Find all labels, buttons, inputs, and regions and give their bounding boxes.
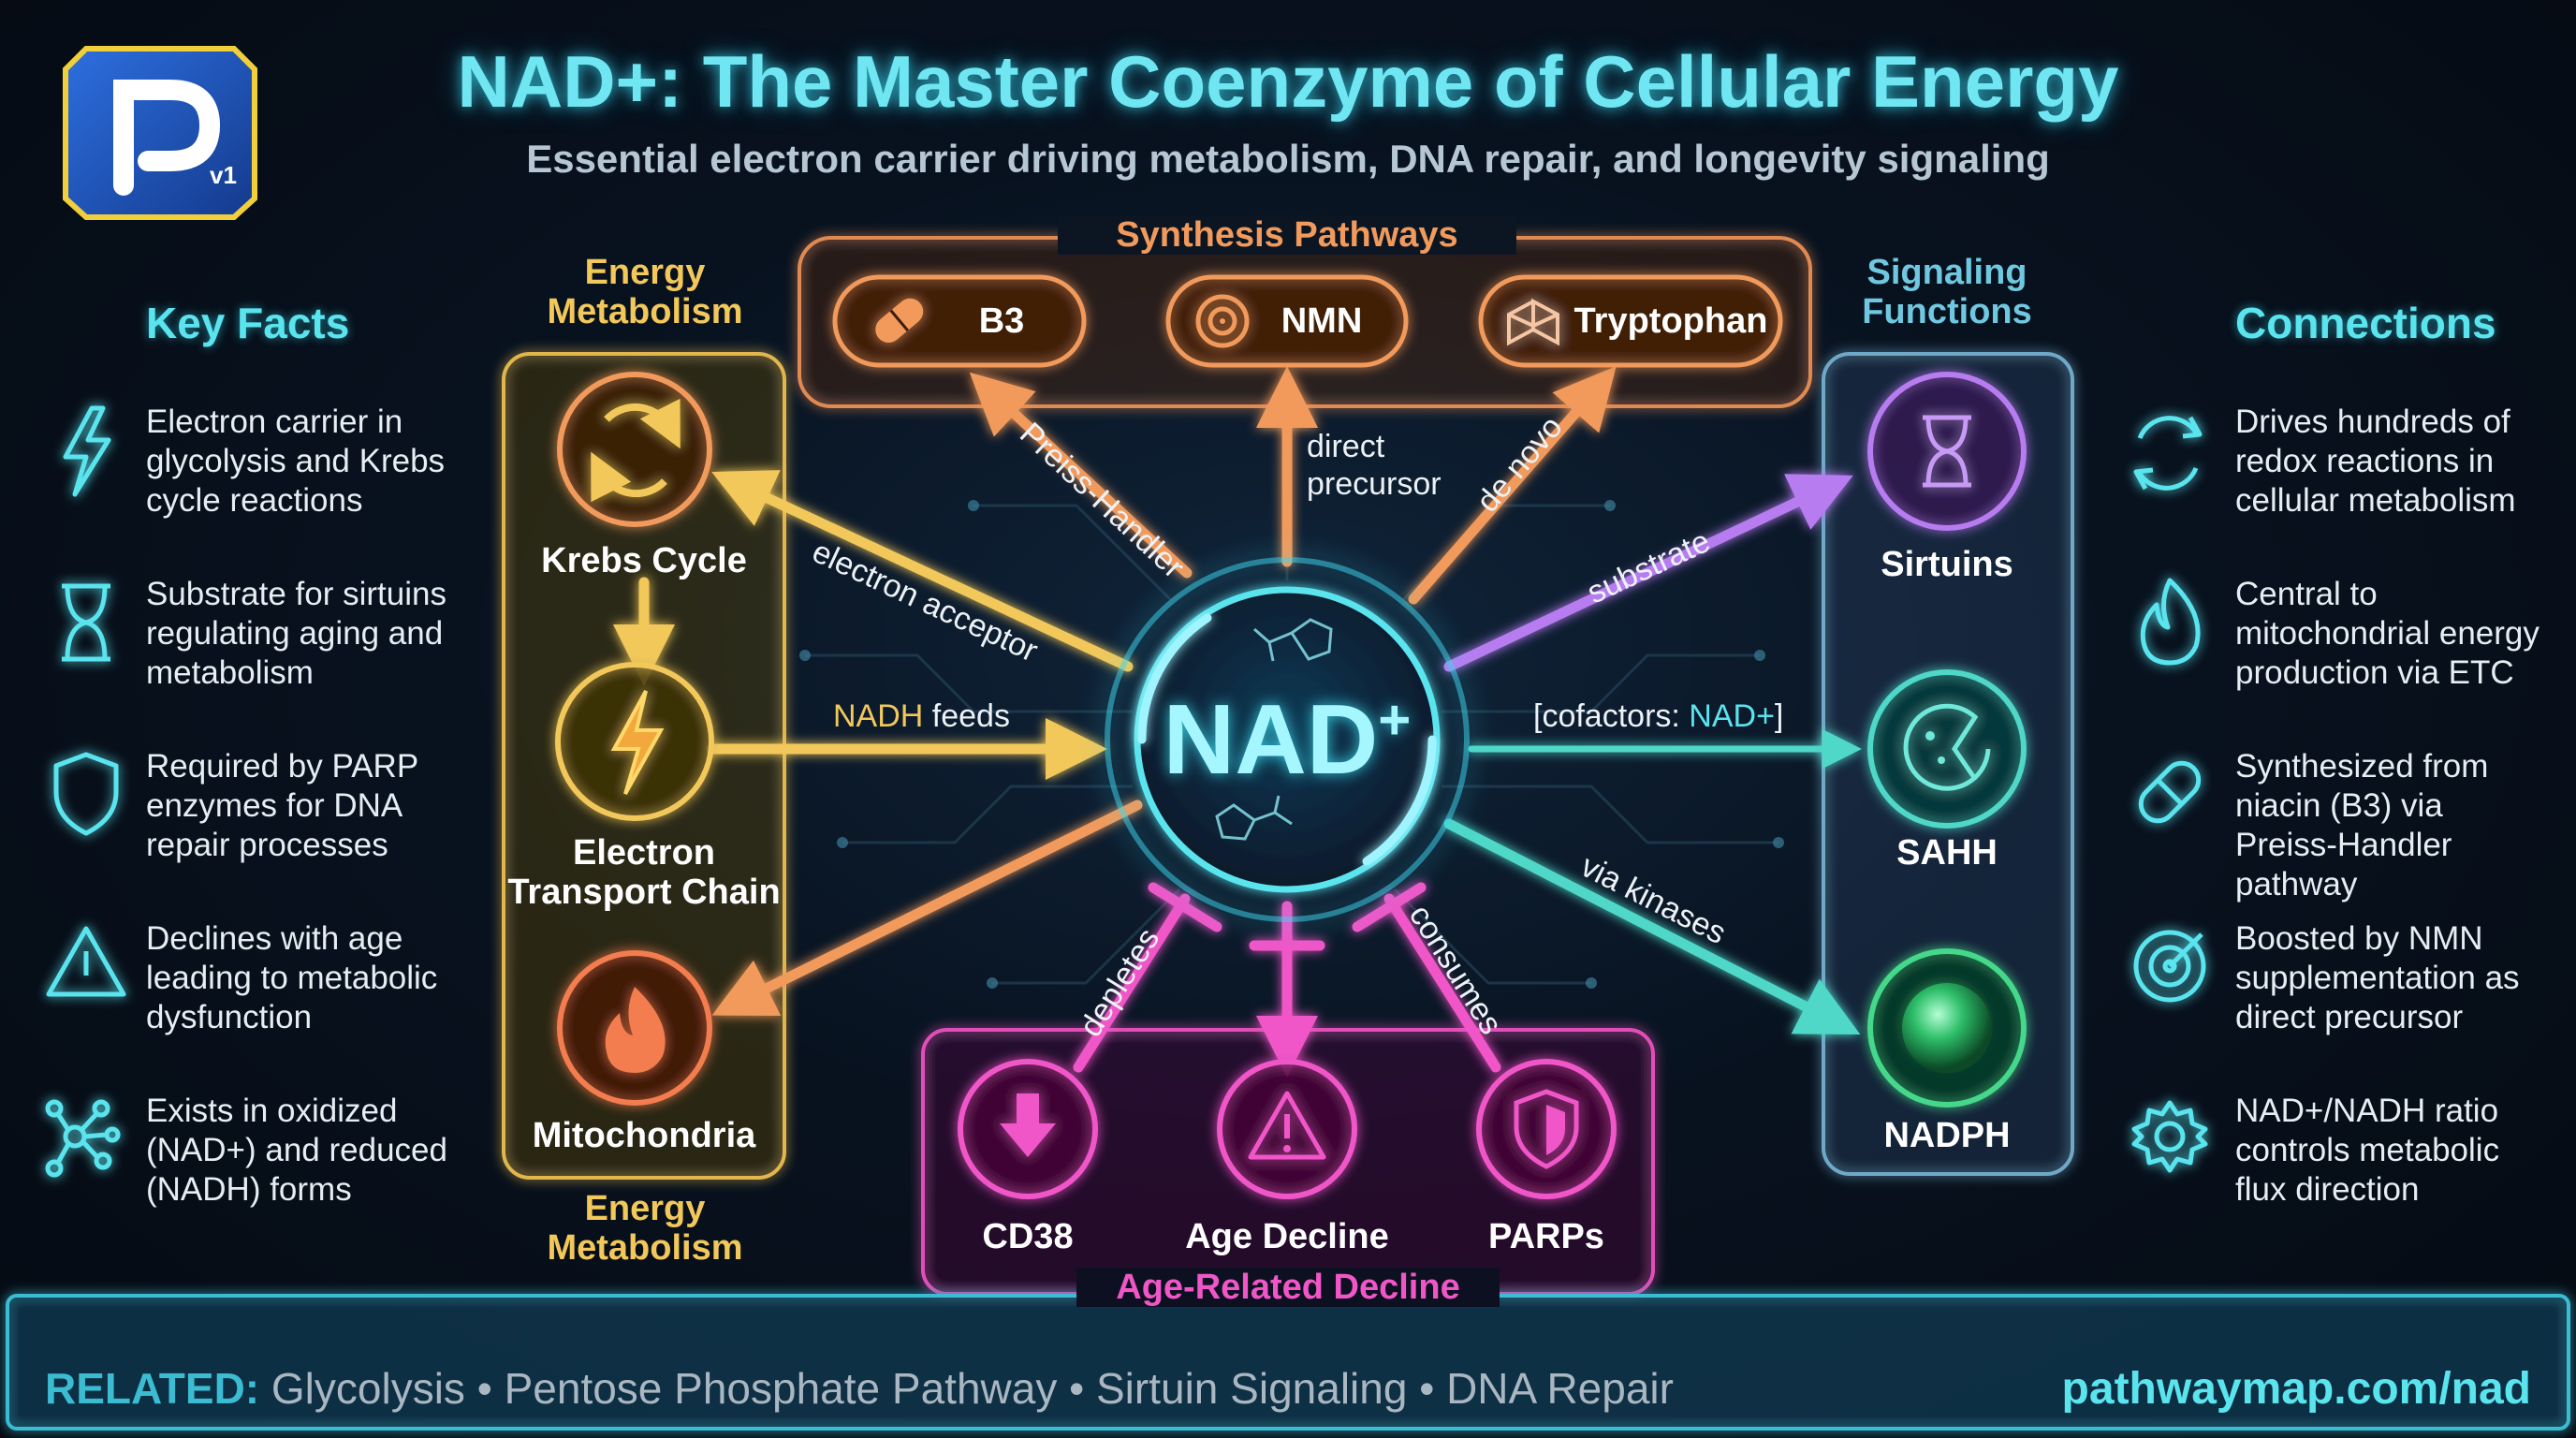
target-icon <box>2133 930 2206 1003</box>
parps-node[interactable] <box>1476 1059 1617 1199</box>
logo-version: v1 <box>210 161 237 189</box>
related-items[interactable]: Glycolysis • Pentose Phosphate Pathway •… <box>271 1364 1674 1413</box>
gear-icon <box>2131 1100 2208 1173</box>
arrow-to-sirtuins <box>1443 474 1853 672</box>
warning-icon <box>46 926 126 997</box>
nad-text: NAD <box>1163 684 1379 795</box>
arrow-to-krebs <box>711 470 1134 672</box>
node-label-mitochondria: Mitochondria <box>532 1116 756 1155</box>
node-label-age-decline: Age Decline <box>1185 1217 1389 1256</box>
nad-center-label[interactable]: NAD+ <box>1137 683 1437 797</box>
tryptophan-pill[interactable] <box>1478 274 1783 368</box>
sahh-node[interactable] <box>1867 669 2027 829</box>
connections-heading: Connections <box>2235 299 2496 347</box>
page-subtitle: Essential electron carrier driving metab… <box>526 137 2050 181</box>
inhibit-cd38-bar <box>1148 882 1222 932</box>
node-label-parps: PARPs <box>1488 1217 1604 1256</box>
cycle-arrows-icon <box>2133 416 2203 491</box>
connection-item: Boosted by NMN supplementation as direct… <box>2235 920 2520 1035</box>
arrow-to-nadph <box>1443 818 1861 1035</box>
node-label-etc: Electron Transport Chain <box>507 833 781 912</box>
edge-label-feeds: feeds <box>923 698 1010 734</box>
node-label-tryptophan: Tryptophan <box>1573 301 1768 341</box>
nad-hub[interactable] <box>1105 557 1470 922</box>
network-icon <box>45 1099 121 1178</box>
hourglass-icon <box>62 583 110 662</box>
edge-label-cofactors: [cofactors: NAD+] <box>1533 698 1783 735</box>
nmn-pill[interactable] <box>1165 274 1409 368</box>
mitochondria-node[interactable] <box>557 950 712 1106</box>
etc-node[interactable] <box>555 662 714 821</box>
connection-item: Drives hundreds of redox reactions in ce… <box>2235 404 2516 519</box>
edge-label-cofactors-suffix: ] <box>1774 698 1784 734</box>
inhibit-cd38 <box>1073 893 1191 1073</box>
cd38-node[interactable] <box>958 1059 1098 1199</box>
fact-item: Required by PARP enzymes for DNA repair … <box>146 748 418 863</box>
edge-label-cofactors-nad: NAD+ <box>1689 698 1775 734</box>
edge-label-nadh-feeds: NADH feeds <box>833 698 1010 735</box>
circuit-dots <box>799 500 1784 989</box>
edge-label-direct: direct <box>1307 429 1385 464</box>
connection-item: Synthesized from niacin (B3) via Preiss-… <box>2235 748 2489 902</box>
arrow-to-b3 <box>969 372 1193 579</box>
related-label: RELATED: <box>45 1364 260 1413</box>
group-label-synthesis: Synthesis Pathways <box>1058 215 1516 255</box>
edge-label-precursor: precursor <box>1307 466 1442 502</box>
sirtuins-node[interactable] <box>1867 372 2027 531</box>
arrow-to-tryptophan <box>1408 366 1617 605</box>
fact-item: Exists in oxidized (NAD+) and reduced (N… <box>146 1093 447 1208</box>
node-label-b3: B3 <box>978 301 1025 341</box>
group-label-energy-bottom: Energy Metabolism <box>547 1189 743 1268</box>
group-label-decline: Age-Related Decline <box>1076 1268 1500 1307</box>
edge-label-cofactors-prefix: [cofactors: <box>1533 698 1690 734</box>
node-label-nmn: NMN <box>1281 301 1363 341</box>
group-label-energy-top: Energy Metabolism <box>547 253 743 331</box>
age-decline-node[interactable] <box>1217 1059 1357 1199</box>
connection-item: Central to mitochondrial energy producti… <box>2235 576 2539 691</box>
edge-label-nadh: NADH <box>833 698 924 734</box>
fact-item: Electron carrier in glycolysis and Krebs… <box>146 404 446 519</box>
inhibit-parps <box>1383 893 1501 1073</box>
group-label-signaling: Signaling Functions <box>1862 253 2032 331</box>
footer-related: RELATED: Glycolysis • Pentose Phosphate … <box>45 1363 1674 1414</box>
node-label-sirtuins: Sirtuins <box>1881 545 2013 584</box>
edge-arrows <box>613 366 1862 1078</box>
logo-icon[interactable] <box>63 46 257 220</box>
lightning-icon <box>63 405 111 497</box>
nadph-node[interactable] <box>1867 948 2027 1108</box>
node-label-cd38: CD38 <box>982 1217 1074 1256</box>
connection-item: NAD+/NADH ratio controls metabolic flux … <box>2235 1093 2500 1208</box>
shield-icon <box>53 752 119 836</box>
fact-item: Declines with age leading to metabolic d… <box>146 920 438 1035</box>
inhibit-parps-bar <box>1352 882 1427 932</box>
page-title: NAD+: The Master Coenzyme of Cellular En… <box>457 40 2119 123</box>
node-label-krebs: Krebs Cycle <box>541 541 747 580</box>
nad-plus: + <box>1378 688 1412 752</box>
krebs-node[interactable] <box>557 372 712 527</box>
footer-url[interactable]: pathwaymap.com/nad <box>2061 1364 2531 1414</box>
arrow-to-mitochondria <box>711 800 1143 1016</box>
fact-item: Substrate for sirtuins regulating aging … <box>146 576 446 691</box>
flame-icon <box>2140 578 2201 666</box>
b3-pill[interactable] <box>832 274 1087 368</box>
capsule-icon <box>2138 760 2202 824</box>
node-label-nadph: NADPH <box>1883 1116 2011 1155</box>
key-facts-heading: Key Facts <box>146 299 350 347</box>
molecule-icon <box>1215 618 1333 841</box>
node-label-sahh: SAHH <box>1896 833 1998 873</box>
